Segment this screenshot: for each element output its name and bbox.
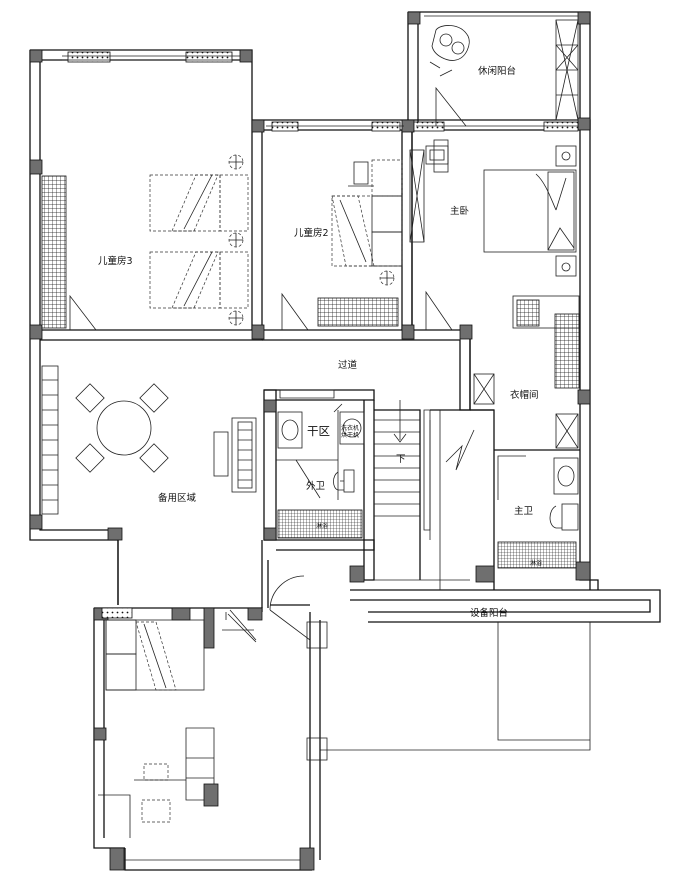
- label-leisure-balcony: 休闲阳台: [478, 65, 516, 77]
- windows: [62, 15, 579, 619]
- label-kids-room-3: 儿童房3: [98, 255, 133, 267]
- label-walk-in-closet: 衣帽间: [510, 389, 539, 401]
- door-swings: [227, 575, 305, 643]
- columns: [29, 11, 591, 871]
- kids-room-2-furniture: [281, 159, 403, 331]
- wardrobes: [41, 19, 580, 515]
- bottom-wing-furniture: [105, 609, 311, 823]
- label-equipment-balcony: 设备阳台: [470, 607, 508, 619]
- master-bedroom-furniture: [425, 139, 577, 331]
- label-stair-down: 下: [396, 454, 406, 465]
- label-washer-dryer: 洗衣机烘干机: [341, 424, 359, 439]
- label-reserve-area: 备用区域: [158, 492, 197, 504]
- reserve-area-furniture: [75, 383, 257, 493]
- label-master-shower: 淋浴: [530, 559, 542, 567]
- label-dry-zone: 干区: [307, 424, 330, 438]
- leisure-balcony-furniture: [429, 25, 470, 127]
- kids-room-3-furniture: [69, 154, 249, 331]
- label-kids-room-2: 儿童房2: [294, 227, 329, 239]
- label-corridor: 过道: [338, 359, 358, 371]
- stair-details: [393, 400, 475, 531]
- label-master-bath: 主卫: [514, 505, 534, 517]
- room-labels: 休闲阳台 儿童房2 儿童房3 主卧 过道 衣帽间 干区 洗衣机烘干机 下 外卫 …: [98, 65, 542, 619]
- outer-walls: [29, 11, 661, 871]
- label-guest-shower: 淋浴: [316, 522, 328, 530]
- label-guest-bath: 外卫: [306, 480, 326, 492]
- bathroom-fixtures: [277, 389, 579, 569]
- label-master-bedroom: 主卧: [450, 205, 470, 217]
